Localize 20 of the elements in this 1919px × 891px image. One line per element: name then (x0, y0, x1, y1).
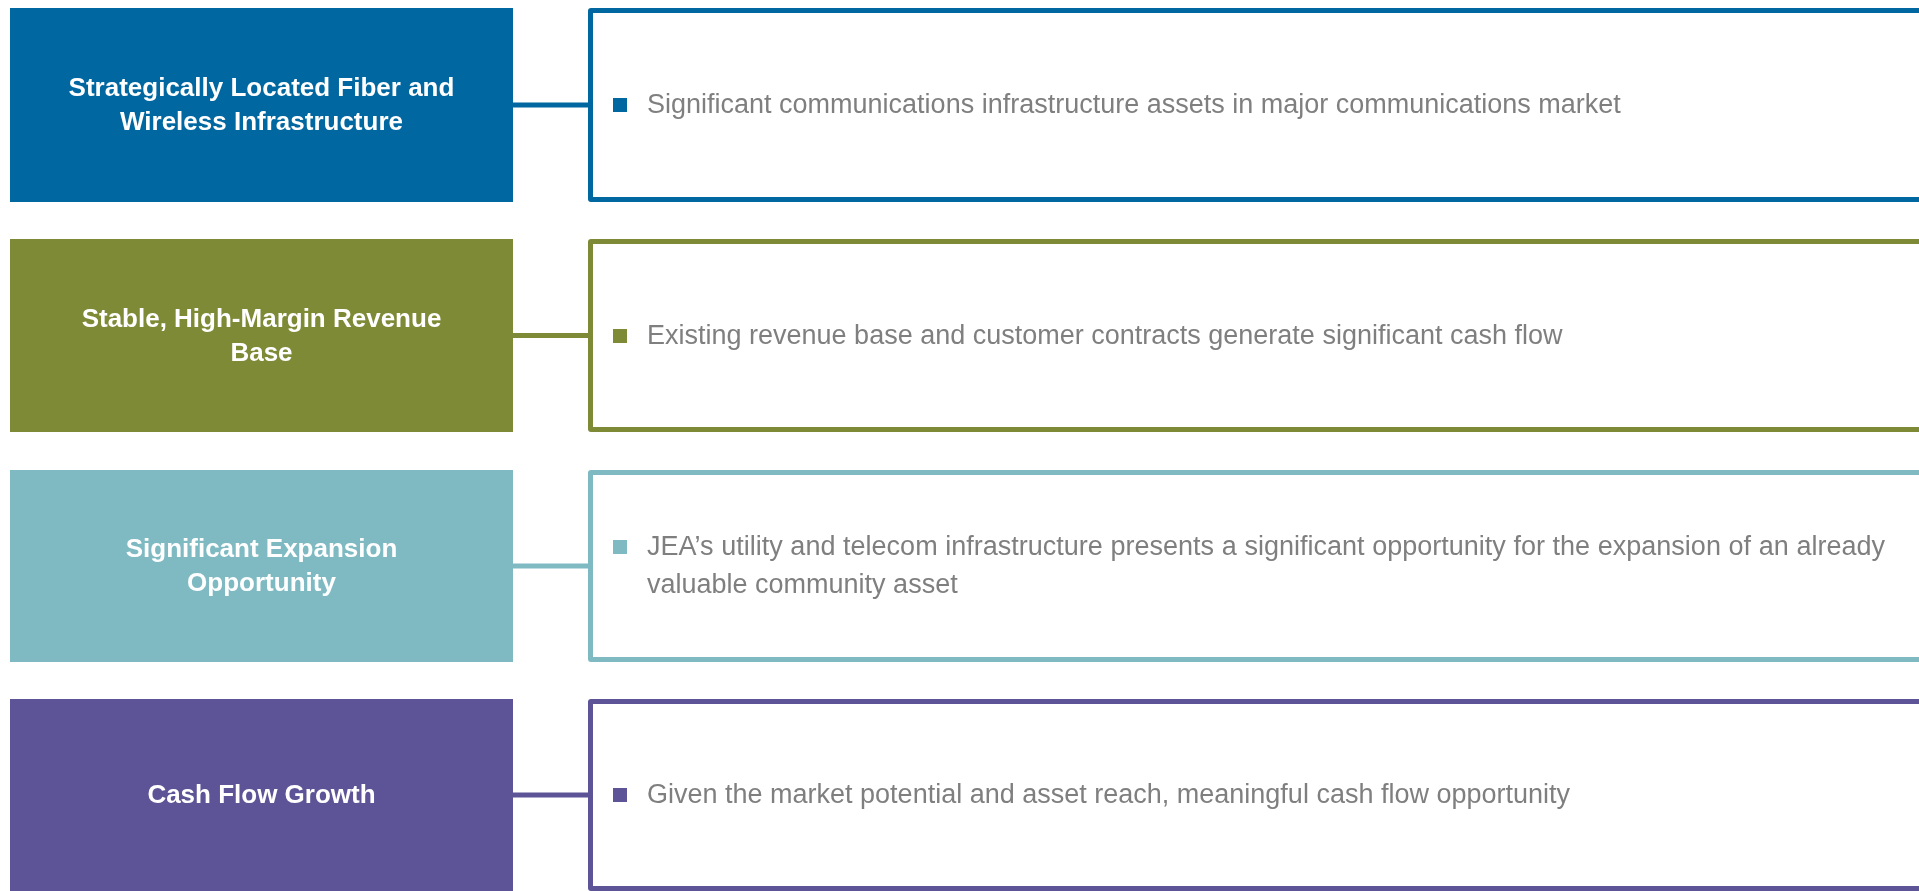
description-text: Existing revenue base and customer contracts generate significant cash flow (647, 318, 1563, 352)
connector-line (513, 792, 588, 798)
connector-line (513, 333, 588, 338)
category-title: Cash Flow Growth (147, 778, 376, 812)
description-box (588, 239, 1919, 432)
category-title: Significant Expansion Opportunity (124, 532, 399, 599)
category-title: Stable, High-Margin Revenue Base (80, 301, 443, 369)
description-box (588, 699, 1919, 891)
description-text: JEA’s utility and telecom infrastructure presents a significant opportunity for the expansion of an already valuable community asset (647, 530, 1885, 601)
description-box (588, 470, 1919, 662)
connector-line (513, 563, 588, 569)
category-box (10, 239, 513, 432)
category-box (10, 699, 513, 891)
category-box (10, 8, 513, 202)
description-box (588, 8, 1919, 202)
description-text: Given the market potential and asset reach, meaningful cash flow opportunity (647, 778, 1571, 812)
connector-line (513, 102, 588, 108)
description-text: Significant communications infrastructure assets in major communications market (647, 88, 1621, 122)
category-box (10, 470, 513, 662)
category-title: Strategically Located Fiber and Wireless Infrastructure (67, 71, 456, 138)
